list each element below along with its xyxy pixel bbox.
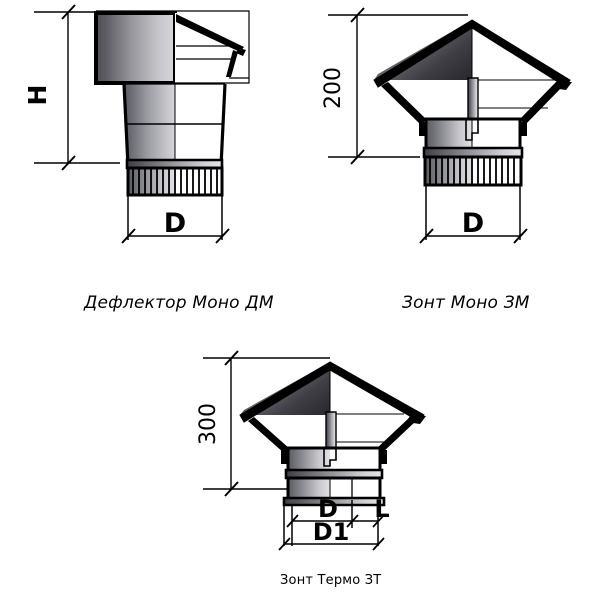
dimension-label-d1: D1 xyxy=(313,518,350,546)
zm-leg-right xyxy=(519,82,563,124)
dimension-label-d-figure3: D xyxy=(318,495,338,523)
zt-body-upper-left xyxy=(288,448,330,472)
figure-zont-termo-zt: 300 xyxy=(196,350,426,551)
dimension-label-300: 300 xyxy=(196,403,221,445)
zt-body-lower-left xyxy=(288,478,330,500)
deflector-body-right-edge xyxy=(219,83,227,167)
zm-body-left xyxy=(426,119,472,150)
zt-mid-bead xyxy=(284,468,384,480)
dimension-label-200: 200 xyxy=(321,67,346,109)
deflector-vane-lower xyxy=(226,50,238,77)
figure-deflector-mono-dm: H xyxy=(23,4,250,244)
deflector-body-left-edge xyxy=(122,83,130,167)
dimension-200: 200 xyxy=(321,7,468,165)
zt-lug-upper-left xyxy=(281,450,289,464)
caption-zont-termo-zt: Зонт Термо ЗТ xyxy=(280,573,382,588)
dimension-d-figure1: D xyxy=(121,196,230,244)
zt-leg-right xyxy=(376,417,416,453)
dimension-d-l-row: D L D1 xyxy=(278,495,390,551)
dimension-d-figure2: D xyxy=(419,186,528,244)
deflector-vane-tip xyxy=(236,48,246,56)
caption-zont-mono-zm: Зонт Моно ЗМ xyxy=(402,293,530,313)
zt-stem xyxy=(325,411,337,449)
zm-leg-left xyxy=(381,82,427,124)
zm-corrugated-skirt xyxy=(423,155,523,187)
dimension-h: H xyxy=(23,4,120,171)
dimension-label-l: L xyxy=(374,495,389,523)
caption-deflector-mono-dm: Дефлектор Моно ДМ xyxy=(84,293,274,313)
zt-leg-left xyxy=(248,417,290,453)
figure-zont-mono-zm: 200 xyxy=(321,7,572,244)
deflector-body-right xyxy=(175,84,225,166)
deflector-body-left xyxy=(124,84,175,166)
dimension-label-h: H xyxy=(23,85,52,106)
deflector-vane-upper xyxy=(176,14,244,52)
zm-lug-left xyxy=(419,122,427,136)
zt-bottom-bead xyxy=(282,496,386,507)
deflector-hood-left xyxy=(96,13,175,83)
dimension-300: 300 xyxy=(196,350,330,497)
zm-lug-right xyxy=(519,122,527,136)
deflector-corrugated-skirt xyxy=(126,166,224,197)
zt-lug-upper-right xyxy=(379,450,387,464)
zt-body-notch xyxy=(323,447,337,467)
dimension-label-d-figure2: D xyxy=(462,208,484,239)
dimension-label-d-figure1: D xyxy=(164,208,186,239)
deflector-hood-frame xyxy=(96,10,250,84)
